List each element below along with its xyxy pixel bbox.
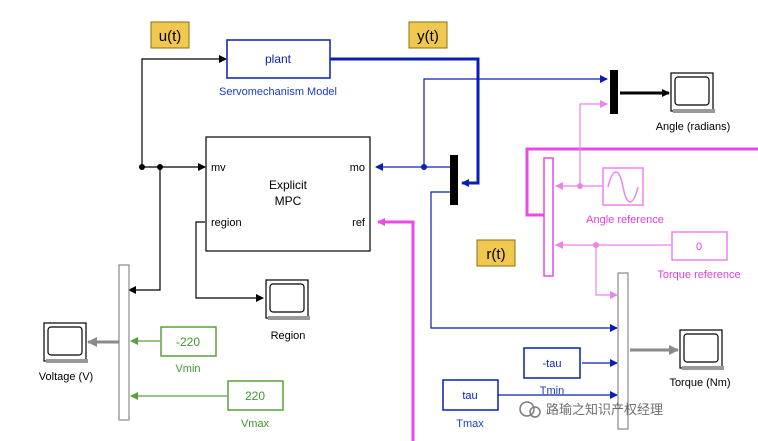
region-scope[interactable]: Region [265, 279, 310, 342]
angle-reference-caption: Angle reference [586, 214, 664, 226]
line-torqueref-to-torque-mux[interactable] [595, 245, 618, 299]
region-scope-caption: Region [271, 330, 306, 342]
mux-angle[interactable] [610, 70, 618, 114]
mux-voltage[interactable] [118, 264, 130, 421]
branch-point-u2 [157, 164, 163, 170]
vmax-value: 220 [245, 389, 265, 403]
svg-text:y(t): y(t) [417, 28, 439, 45]
mpc-title-line1: Explicit [269, 178, 308, 192]
explicit-mpc-block[interactable]: Explicit MPC mv mo region ref [205, 136, 371, 252]
torque-reference-block[interactable]: 0 Torque reference [657, 231, 741, 281]
mpc-port-mv: mv [211, 162, 226, 174]
signal-label-u: u(t) [150, 21, 190, 49]
plant-block[interactable]: plant Servomechanism Model [219, 39, 337, 98]
mux-torque[interactable] [617, 272, 629, 430]
svg-text:u(t): u(t) [159, 28, 182, 45]
line-ref-pink[interactable] [377, 218, 415, 441]
vmax-caption: Vmax [241, 418, 270, 430]
angle-scope-caption: Angle (radians) [656, 121, 731, 133]
branch-point-u [139, 164, 145, 170]
torque-reference-caption: Torque reference [657, 269, 740, 281]
line-angleref-to-angle-mux[interactable] [579, 100, 608, 186]
line-y-plant-out[interactable] [330, 57, 480, 187]
watermark-text: 路瑜之知识产权经理 [546, 402, 663, 417]
line-y-to-torque-mux[interactable] [430, 191, 618, 332]
line-ref-demux-pink[interactable] [525, 147, 758, 217]
mpc-port-mo: mo [350, 162, 365, 174]
tmin-caption: Tmin [540, 385, 564, 397]
voltage-scope[interactable]: Voltage (V) [39, 322, 93, 383]
line-region-to-scope[interactable] [195, 221, 264, 302]
tmin-block[interactable]: -tau Tmin [523, 347, 581, 397]
signal-label-r: r(t) [476, 239, 516, 267]
voltage-scope-caption: Voltage (V) [39, 371, 93, 383]
plant-caption: Servomechanism Model [219, 86, 337, 98]
line-y-to-angle-mux[interactable] [423, 75, 608, 167]
torque-reference-value: 0 [696, 241, 702, 253]
mpc-port-region: region [211, 217, 242, 229]
mux-y[interactable] [450, 155, 458, 205]
line-voltage-mux-to-u[interactable] [128, 167, 161, 294]
svg-text:r(t): r(t) [486, 246, 505, 263]
mpc-port-ref: ref [352, 217, 366, 229]
vmax-block[interactable]: 220 Vmax [227, 380, 284, 430]
tmax-value: tau [462, 390, 477, 402]
signal-lines [87, 55, 758, 441]
tmax-block[interactable]: tau Tmax [442, 379, 499, 430]
mpc-title-line2: MPC [275, 194, 302, 208]
tmin-value: -tau [543, 358, 562, 370]
sine-wave-icon [607, 171, 639, 203]
angle-reference-block[interactable]: Angle reference [586, 167, 664, 226]
vmin-value: -220 [176, 335, 200, 349]
signal-label-y: y(t) [408, 21, 448, 49]
demux-ref[interactable] [543, 157, 554, 277]
watermark: 路瑜之知识产权经理 [519, 401, 663, 418]
line-u-to-plant[interactable] [141, 55, 227, 167]
torque-scope-caption: Torque (Nm) [669, 377, 730, 389]
vmin-block[interactable]: -220 Vmin [160, 326, 217, 375]
wechat-icon [519, 401, 535, 417]
vmin-caption: Vmin [175, 363, 200, 375]
tmax-caption: Tmax [456, 418, 484, 430]
plant-label: plant [265, 52, 292, 66]
angle-scope[interactable]: Angle (radians) [656, 72, 731, 133]
torque-scope[interactable]: Torque (Nm) [669, 329, 731, 389]
